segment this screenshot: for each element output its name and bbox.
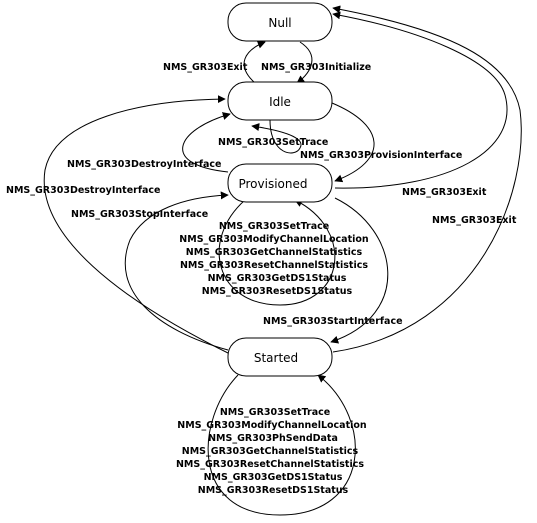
edge-settrace-idle-loop [251, 119, 302, 154]
edge-start-interface [330, 197, 389, 344]
state-provisioned: Provisioned [227, 163, 333, 203]
edge-started-loop [207, 374, 356, 516]
prov-loop-label: NMS_GR303ModifyChannelLocation [179, 234, 369, 245]
edge-exit-started [332, 5, 522, 353]
edge-exit-idle [243, 40, 266, 84]
started-loop-label: NMS_GR303GetChannelStatistics [182, 446, 359, 457]
edge-initialize [296, 41, 313, 84]
state-started-label: Started [254, 351, 298, 365]
prov-loop-label: NMS_GR303ResetChannelStatistics [180, 260, 368, 271]
prov-loop-label: NMS_GR303GetChannelStatistics [186, 247, 363, 258]
label-destroy-interface-prov: NMS_GR303DestroyInterface [67, 159, 221, 170]
label-exit-idle: NMS_GR303Exit [163, 62, 248, 73]
edge-destroy-interface-started [43, 95, 233, 356]
label-provision-interface: NMS_GR303ProvisionInterface [300, 150, 462, 161]
edge-provision-interface [331, 102, 375, 183]
state-null-label: Null [268, 16, 291, 30]
state-idle: Idle [227, 81, 333, 121]
label-start-interface: NMS_GR303StartInterface [263, 316, 403, 327]
started-loop-label: NMS_GR303PhSendData [208, 433, 338, 444]
edge-provisioned-loop [218, 199, 336, 306]
started-loop-labels: NMS_GR303SetTrace NMS_GR303ModifyChannel… [176, 407, 367, 496]
label-initialize: NMS_GR303Initialize [261, 62, 371, 73]
started-loop-label: NMS_GR303GetDS1Status [204, 472, 343, 483]
state-idle-label: Idle [269, 95, 291, 109]
label-exit-started: NMS_GR303Exit [432, 215, 517, 226]
label-stop-interface: NMS_GR303StopInterface [71, 209, 208, 220]
provisioned-loop-labels: NMS_GR303SetTrace NMS_GR303ModifyChannel… [179, 221, 369, 297]
started-loop-label: NMS_GR303ResetChannelStatistics [176, 459, 364, 470]
label-exit-prov: NMS_GR303Exit [402, 187, 487, 198]
edge-stop-interface [124, 191, 229, 351]
edge-exit-prov [332, 11, 508, 189]
state-null: Null [227, 2, 333, 42]
state-started: Started [227, 337, 333, 377]
edge-destroy-interface-prov [182, 112, 231, 173]
prov-loop-label: NMS_GR303GetDS1Status [208, 273, 347, 284]
prov-loop-label: NMS_GR303ResetDS1Status [202, 286, 353, 297]
started-loop-label: NMS_GR303ResetDS1Status [198, 485, 349, 496]
state-provisioned-label: Provisioned [238, 177, 307, 191]
label-destroy-interface-started: NMS_GR303DestroyInterface [6, 185, 160, 196]
started-loop-label: NMS_GR303SetTrace [220, 407, 330, 418]
started-loop-label: NMS_GR303ModifyChannelLocation [177, 420, 367, 431]
label-settrace-idle: NMS_GR303SetTrace [218, 137, 328, 148]
prov-loop-label: NMS_GR303SetTrace [219, 221, 329, 232]
